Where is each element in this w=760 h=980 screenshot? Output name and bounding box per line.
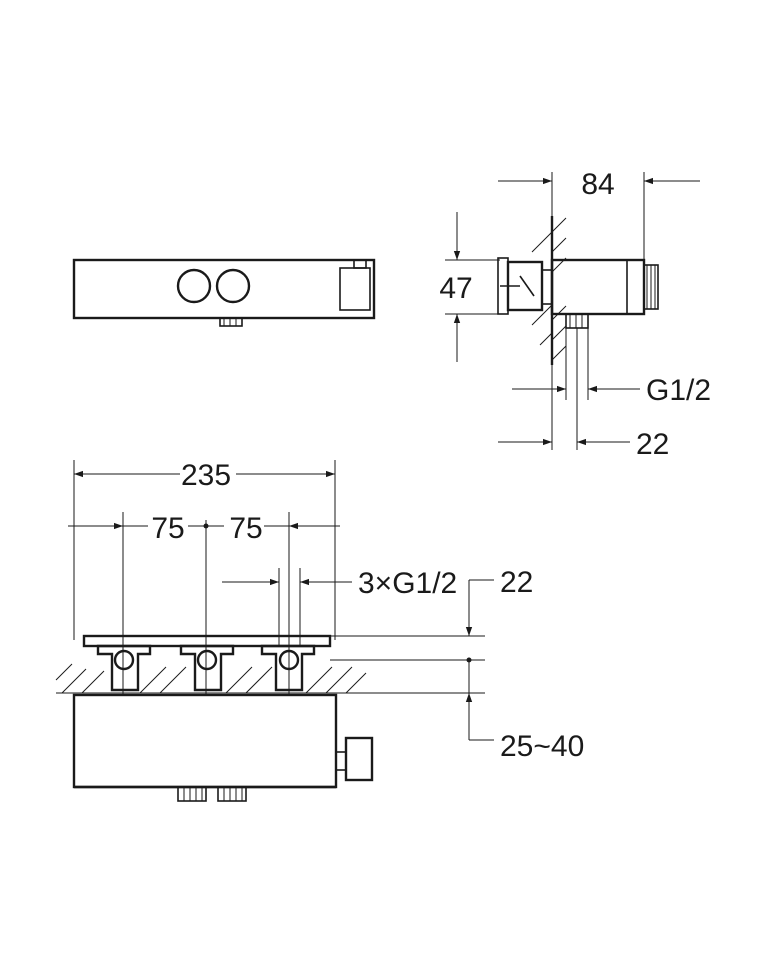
top-outlet-left xyxy=(177,786,207,802)
top-cap xyxy=(344,736,374,782)
front-knob-left xyxy=(176,268,212,304)
top-port-right xyxy=(260,644,316,692)
front-view xyxy=(72,258,376,327)
top-outlet-right xyxy=(217,786,247,802)
dim-25-40: 25~40 xyxy=(500,730,584,763)
dim-22-side: 22 xyxy=(636,428,669,461)
front-cap xyxy=(339,267,371,311)
top-cover-plate xyxy=(82,634,332,648)
front-outlet xyxy=(219,317,243,327)
dim-47: 47 xyxy=(439,272,472,305)
dim-75-right: 75 xyxy=(229,512,262,545)
top-view: 235 75 75 3×G1/2 xyxy=(55,458,584,802)
dim-3xg12: 3×G1/2 xyxy=(358,567,457,600)
dim-235: 235 xyxy=(181,459,231,492)
side-view: 84 47 G1/2 22 xyxy=(439,168,711,461)
side-outlet xyxy=(565,313,589,329)
top-port-middle xyxy=(179,644,235,692)
top-port-left xyxy=(96,644,152,692)
dim-22-top: 22 xyxy=(500,566,533,599)
top-wall-hatch xyxy=(55,663,367,694)
dim-84: 84 xyxy=(581,168,614,201)
front-knob-right xyxy=(215,268,251,304)
dim-75-left: 75 xyxy=(151,512,184,545)
front-body xyxy=(72,258,376,320)
dim-g12-side: G1/2 xyxy=(646,374,711,407)
top-body xyxy=(72,693,338,789)
